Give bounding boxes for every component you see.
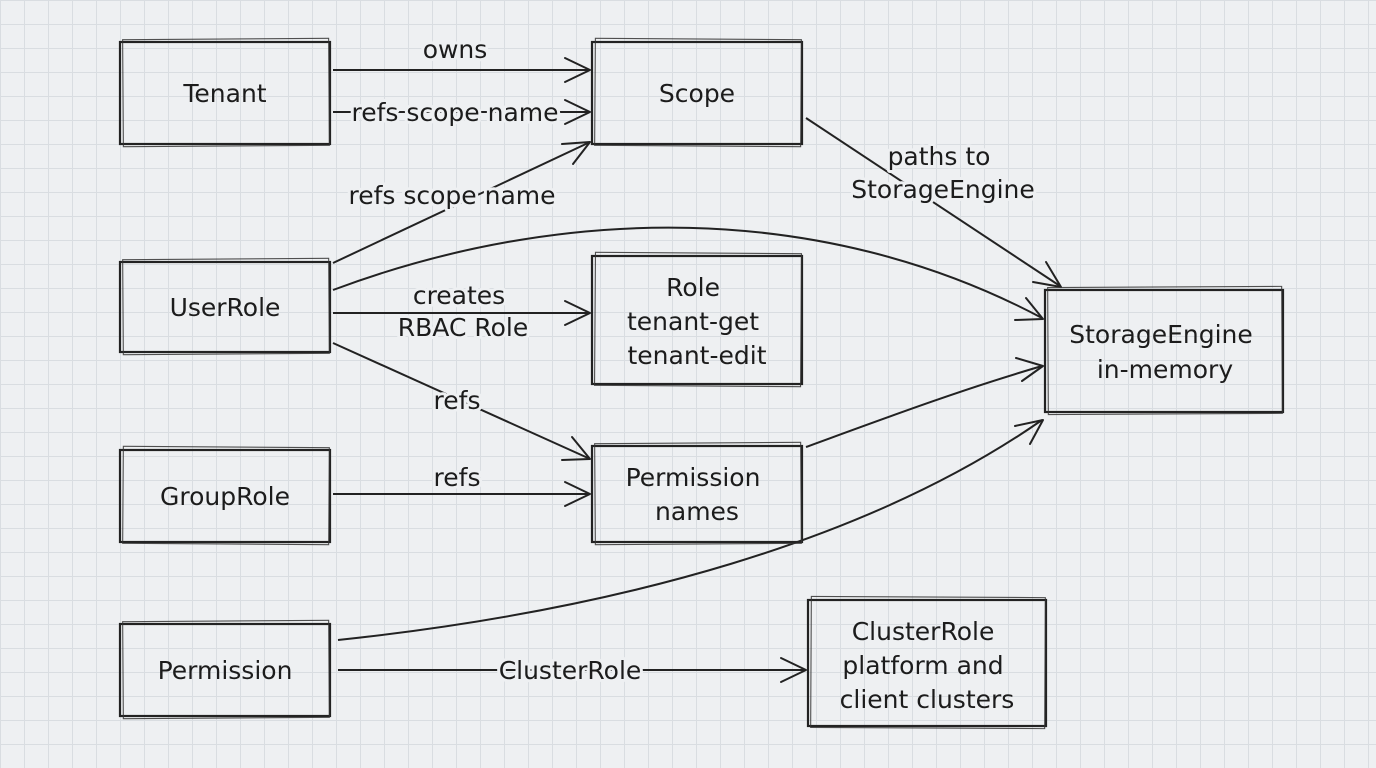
- edge-tenant-refs-scope: refs scope name: [333, 95, 591, 130]
- edge-label-refs-2: refs: [434, 463, 481, 492]
- node-scope-label: Scope: [659, 79, 735, 108]
- node-scope: Scope: [590, 37, 804, 148]
- edge-userrole-refs-permnames: refs: [332, 342, 591, 461]
- edge-userrole-storage: [332, 226, 1044, 321]
- edge-tenant-owns-scope: owns: [333, 32, 591, 83]
- node-userrole: UserRole: [118, 257, 332, 356]
- node-tenant-label: Tenant: [182, 79, 266, 108]
- node-role: Role tenant-get tenant-edit: [590, 251, 804, 388]
- edge-label-creates-rbac-role: creates RBAC Role: [398, 281, 528, 342]
- edge-scope-paths-storage: paths to StorageEngine: [805, 117, 1062, 288]
- node-role-label: Role tenant-get tenant-edit: [627, 273, 767, 370]
- node-tenant: Tenant: [118, 37, 332, 148]
- edge-grouprole-refs-permnames: refs: [333, 460, 591, 507]
- node-permission: Permission: [118, 619, 332, 720]
- edge-label-refs-scope-name-1: refs scope name: [351, 98, 558, 127]
- node-clusterrole-label: ClusterRole platform and client clusters: [840, 617, 1015, 714]
- node-permission-names-label: Permission names: [626, 463, 769, 526]
- edge-label-refs-1: refs: [434, 386, 481, 415]
- edge-userrole-creates-role: creates RBAC Role: [333, 278, 591, 345]
- edge-label-clusterrole: ClusterRole: [499, 656, 642, 685]
- node-userrole-label: UserRole: [170, 293, 281, 322]
- node-permission-names: Permission names: [590, 441, 804, 546]
- node-storage-engine-label: StorageEngine in-memory: [1069, 320, 1260, 384]
- node-grouprole-label: GroupRole: [160, 482, 290, 511]
- edge-permission-storage: [337, 419, 1044, 641]
- edge-label-refs-scope-name-2: refs scope name: [348, 181, 555, 210]
- node-storage-engine: StorageEngine in-memory: [1043, 285, 1285, 416]
- edge-permission-clusterrole: ClusterRole: [338, 653, 807, 688]
- edge-label-paths-to-storage: paths to StorageEngine: [851, 142, 1035, 204]
- node-grouprole: GroupRole: [118, 445, 332, 546]
- edge-userrole-refs-scope: refs scope name: [332, 141, 591, 264]
- edge-permnames-storage: [805, 357, 1044, 448]
- node-clusterrole: ClusterRole platform and client clusters: [806, 595, 1048, 730]
- edge-label-owns: owns: [423, 35, 488, 64]
- node-permission-label: Permission: [158, 656, 293, 685]
